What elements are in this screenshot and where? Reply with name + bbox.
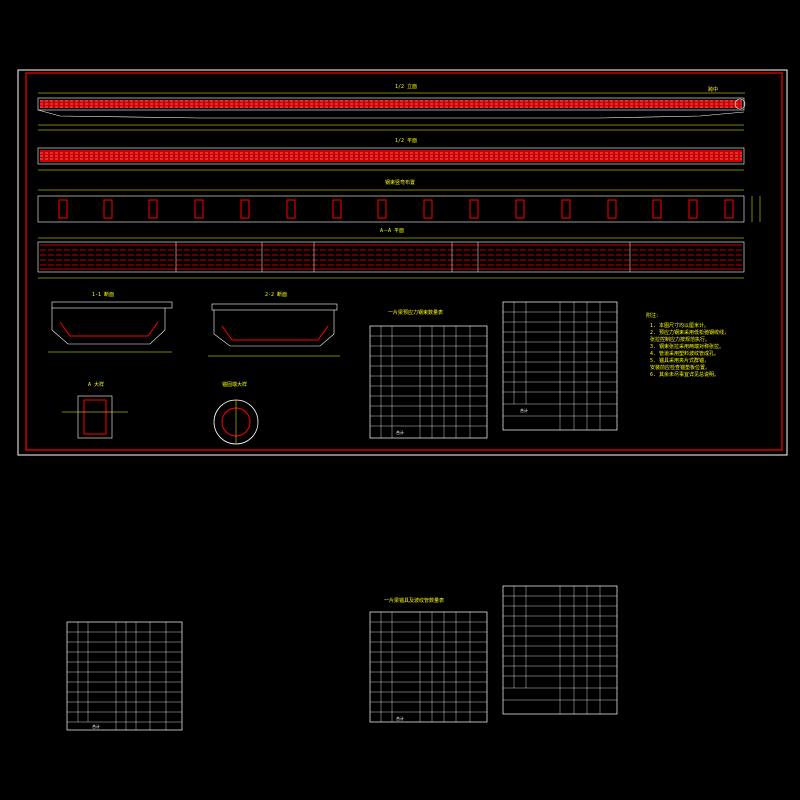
detail-label-a: A 大样 bbox=[88, 381, 104, 388]
bottom-plan-view: A－A 平面 bbox=[37, 228, 745, 279]
note-line: 5. 锚具采用夹片式群锚， bbox=[650, 357, 709, 364]
detail-a: A 大样 bbox=[62, 381, 128, 439]
detail-label-1: 1-1 断面 bbox=[92, 291, 114, 298]
table-lower-right bbox=[502, 585, 618, 715]
span-label: 跨中 bbox=[708, 86, 718, 93]
section-strip: 钢束竖弯布置 bbox=[37, 179, 761, 223]
detail-anchor: 锚固端大样 bbox=[213, 381, 259, 445]
table-title-2: 一片梁锚具及波纹管数量表 bbox=[384, 597, 444, 604]
bottom-plan-title: A－A 平面 bbox=[380, 228, 404, 234]
outer-border bbox=[17, 69, 788, 456]
plan-view: 1/2 平面 bbox=[37, 138, 745, 171]
detail-label-2: 2-2 断面 bbox=[265, 291, 287, 298]
table-footer-2: 合计 bbox=[520, 407, 528, 413]
note-line: 1. 本图尺寸均以厘米计。 bbox=[650, 322, 709, 329]
plan-title: 1/2 平面 bbox=[395, 138, 417, 144]
detail-label-anchor: 锚固端大样 bbox=[222, 381, 247, 388]
note-line: 4. 管道采用塑料波纹管成孔。 bbox=[650, 350, 719, 357]
detail-2-2: 2-2 断面 bbox=[208, 291, 340, 357]
note-line: 6. 其余未尽事宜详见总说明。 bbox=[650, 371, 719, 378]
note-line: 安装前应检查锚垫板位置。 bbox=[650, 364, 710, 371]
notes-block: 附注： 1. 本图尺寸均以厘米计。 2. 预应力钢束采用低松弛钢绞线， 张拉控制… bbox=[646, 312, 729, 378]
detail-1-1: 1-1 断面 bbox=[48, 291, 173, 353]
note-line: 2. 预应力钢束采用低松弛钢绞线， bbox=[650, 329, 729, 336]
section-view-title: 钢束竖弯布置 bbox=[385, 179, 415, 186]
table-lower-middle: 一片梁锚具及波纹管数量表 合计 bbox=[369, 597, 488, 723]
elevation-title: 1/2 立面 bbox=[395, 83, 417, 90]
table-footer-1: 合计 bbox=[396, 429, 404, 435]
table-footer-4: 合计 bbox=[396, 715, 404, 721]
notes-title: 附注： bbox=[646, 312, 661, 319]
table-footer-3: 合计 bbox=[92, 723, 100, 729]
elevation-view: 1/2 立面 跨中 bbox=[37, 83, 746, 131]
table-strand-quantity: 一片梁预应力钢束数量表 合计 bbox=[369, 309, 488, 439]
note-line: 3. 钢束张拉采用两端对称张拉。 bbox=[650, 343, 724, 350]
note-line: 张拉控制应力按规范执行。 bbox=[650, 336, 710, 343]
inner-frame bbox=[25, 72, 783, 451]
table-anchorage-quantity: 合计 bbox=[502, 301, 618, 431]
table-title-1: 一片梁预应力钢束数量表 bbox=[388, 309, 443, 316]
table-lower-left: 合计 bbox=[66, 621, 183, 731]
